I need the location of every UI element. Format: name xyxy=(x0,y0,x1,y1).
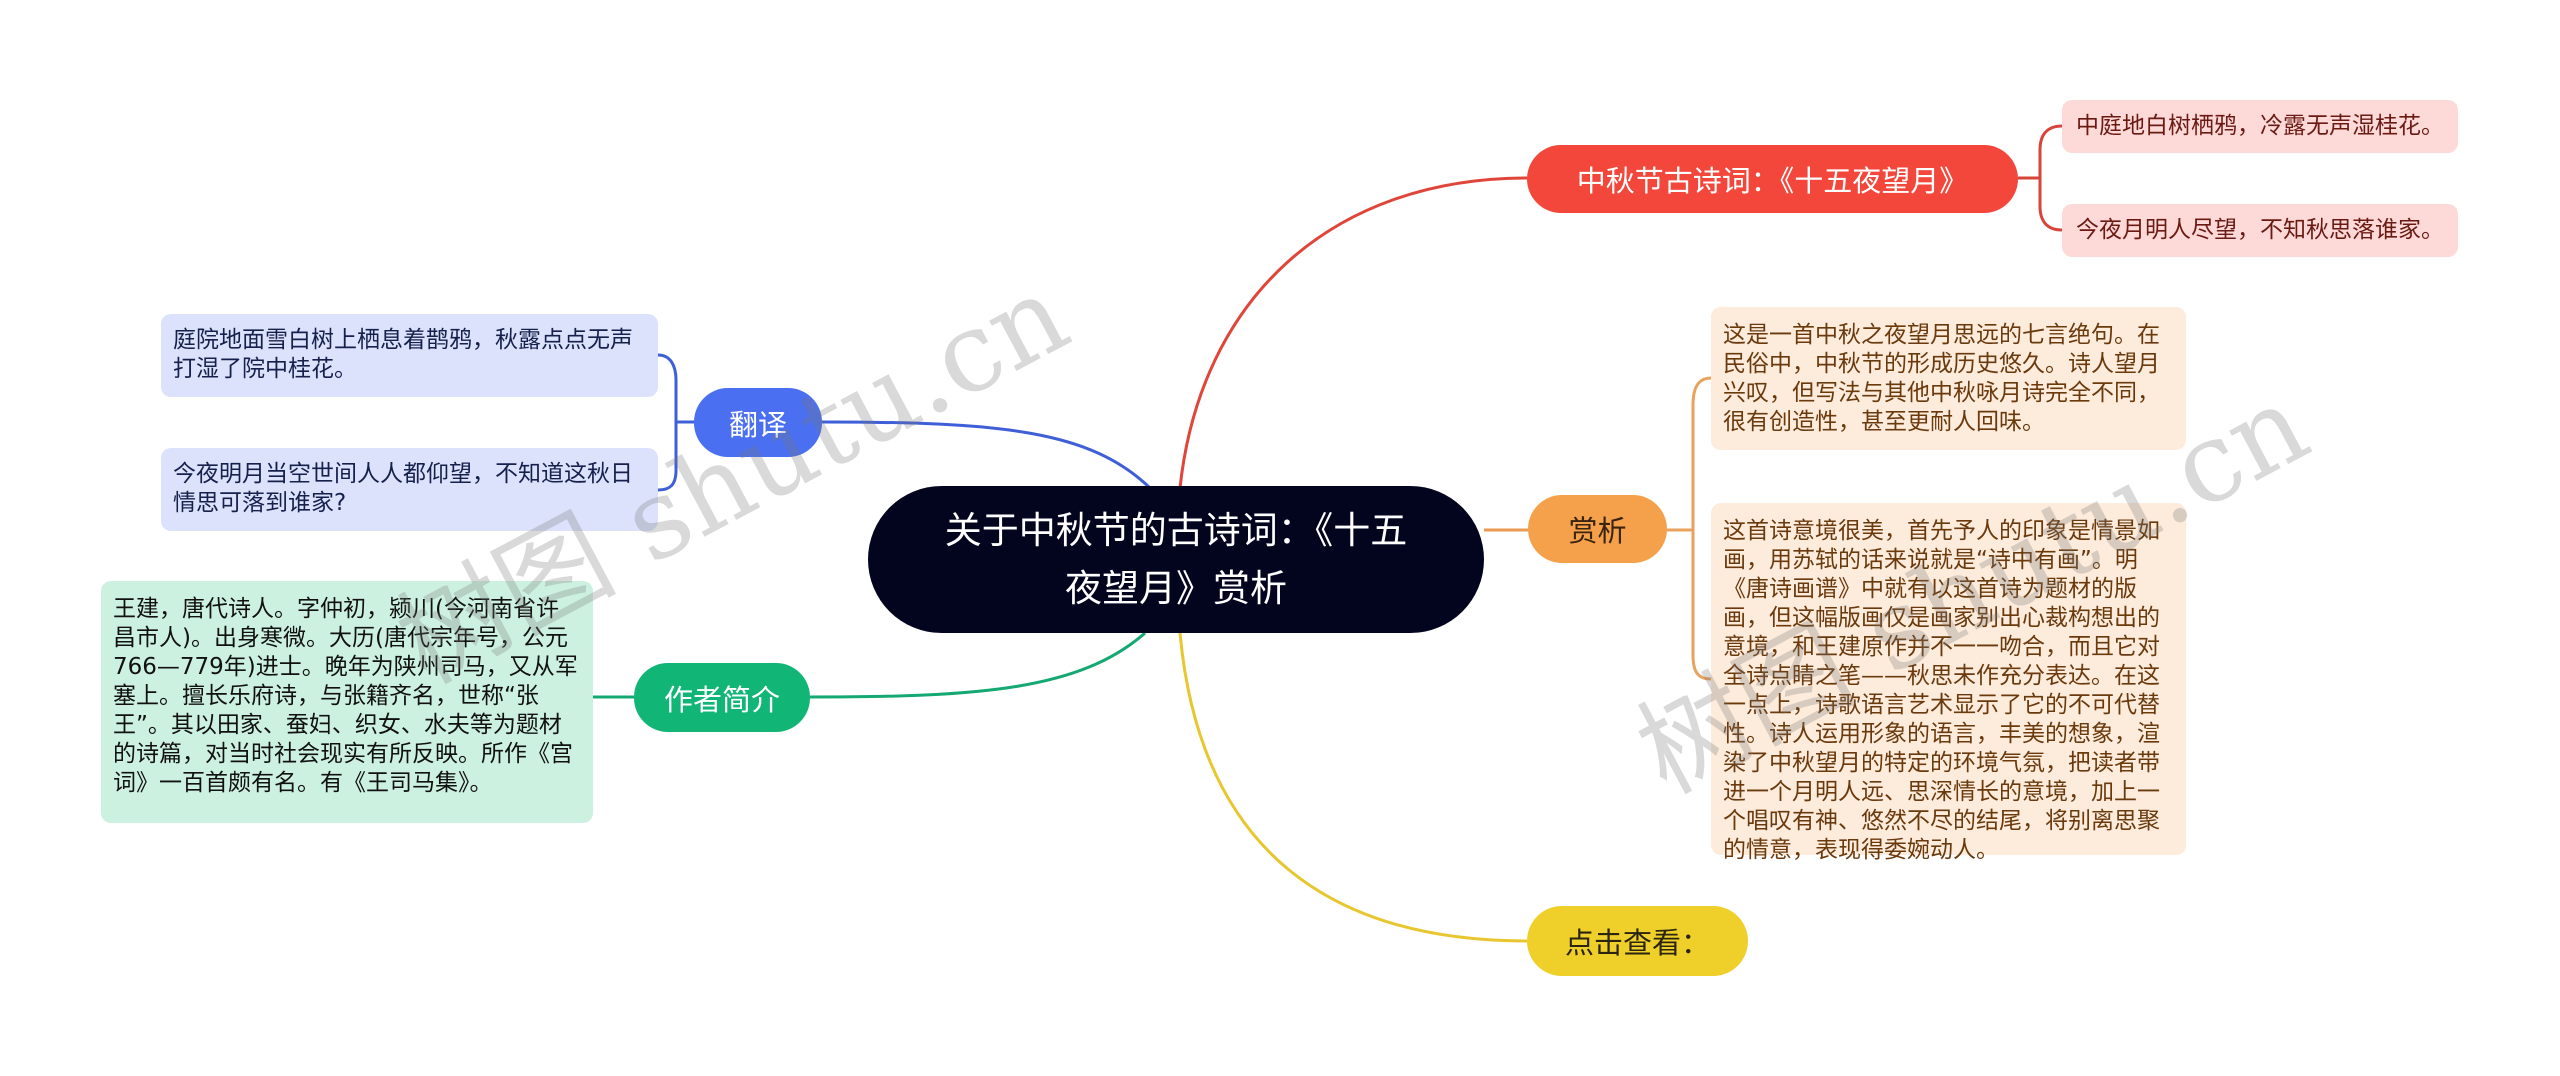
connector-root-more xyxy=(1178,632,1528,943)
root-topic[interactable]: 关于中秋节的古诗词：《十五夜望月》赏析 xyxy=(868,486,1484,633)
branch-click-to-view[interactable]: 点击查看： xyxy=(1527,906,1748,976)
analysis-paragraph-2[interactable]: 这首诗意境很美，首先予人的印象是情景如画，用苏轼的话来说就是“诗中有画”。明《唐… xyxy=(1711,503,2186,863)
connector-root-translation xyxy=(821,420,1152,490)
poem-line-1-text: 中庭地白树栖鸦，冷露无声湿桂花。 xyxy=(2076,113,2444,139)
connector-analysis-bracket xyxy=(1667,376,1712,681)
connector-root-author xyxy=(809,631,1146,699)
connector-poem-bracket xyxy=(2018,124,2063,232)
poem-line-2[interactable]: 今夜月明人尽望，不知秋思落谁家。 xyxy=(2062,204,2458,257)
branch-translation-label: 翻译 xyxy=(728,407,787,442)
root-topic-label: 关于中秋节的古诗词：《十五夜望月》赏析 xyxy=(944,508,1408,610)
translation-line-2[interactable]: 今夜明月当空世间人人都仰望，不知道这秋日情思可落到谁家? xyxy=(161,448,658,531)
branch-translation[interactable]: 翻译 xyxy=(694,388,822,457)
branch-poem[interactable]: 中秋节古诗词：《十五夜望月》 xyxy=(1527,145,2018,213)
branch-analysis-label: 赏析 xyxy=(1568,514,1627,548)
branch-author-intro[interactable]: 作者简介 xyxy=(634,663,810,732)
author-bio-text: 王建，唐代诗人。字仲初，颍川(今河南省许昌市人)。出身寒微。大历(唐代宗年号，公… xyxy=(113,596,578,796)
branch-analysis[interactable]: 赏析 xyxy=(1528,495,1667,563)
author-bio[interactable]: 王建，唐代诗人。字仲初，颍川(今河南省许昌市人)。出身寒微。大历(唐代宗年号，公… xyxy=(101,581,593,823)
poem-line-2-text: 今夜月明人尽望，不知秋思落谁家。 xyxy=(2076,217,2444,243)
branch-click-to-view-label: 点击查看： xyxy=(1564,926,1710,960)
connector-root-poem xyxy=(1178,176,1528,489)
analysis-paragraph-1[interactable]: 这是一首中秋之夜望月思远的七言绝句。在民俗中，中秋节的形成历史悠久。诗人望月兴叹… xyxy=(1711,307,2186,450)
connector-translation-bracket xyxy=(657,353,694,492)
translation-line-2-text: 今夜明月当空世间人人都仰望，不知道这秋日情思可落到谁家? xyxy=(173,461,633,516)
branch-author-intro-label: 作者简介 xyxy=(663,682,780,717)
analysis-paragraph-1-text: 这是一首中秋之夜望月思远的七言绝句。在民俗中，中秋节的形成历史悠久。诗人望月兴叹… xyxy=(1723,322,2160,435)
translation-line-1-text: 庭院地面雪白树上栖息着鹊鸦，秋露点点无声打湿了院中桂花。 xyxy=(173,327,633,382)
translation-line-1[interactable]: 庭院地面雪白树上栖息着鹊鸦，秋露点点无声打湿了院中桂花。 xyxy=(161,314,658,397)
analysis-paragraph-2-text: 这首诗意境很美，首先予人的印象是情景如画，用苏轼的话来说就是“诗中有画”。明《唐… xyxy=(1723,518,2160,863)
poem-line-1[interactable]: 中庭地白树栖鸦，冷露无声湿桂花。 xyxy=(2062,100,2458,153)
branch-poem-label: 中秋节古诗词：《十五夜望月》 xyxy=(1576,164,1969,198)
